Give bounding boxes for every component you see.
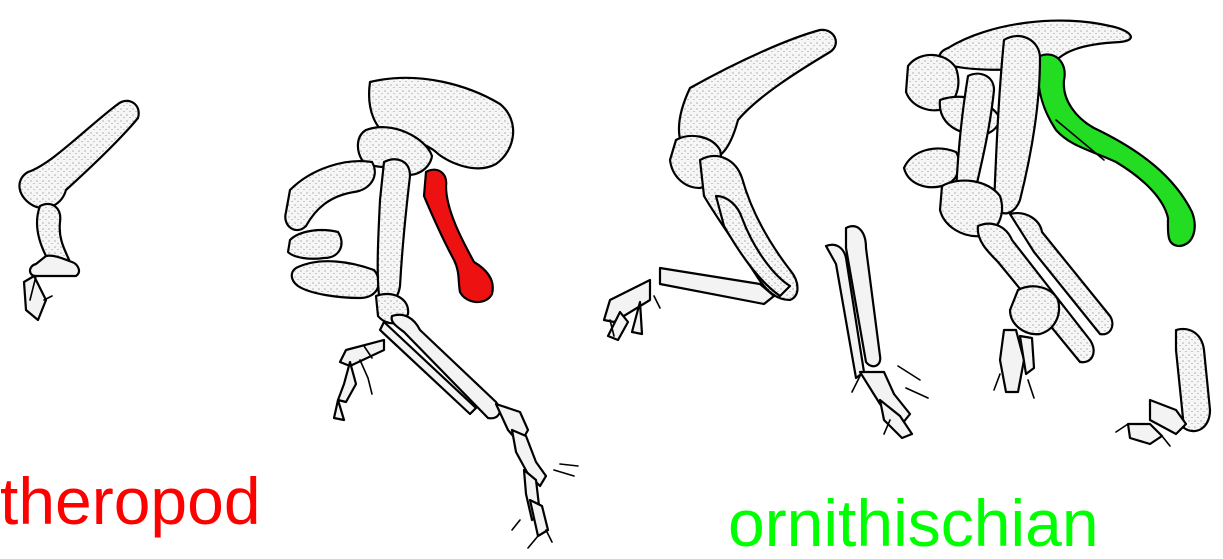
ornithischian-leg-figure [604,30,928,438]
ornithischian-pelvis-figure [904,21,1210,446]
partial-leg-figure [19,101,138,320]
theropod-pelvis-figure [285,78,578,548]
ornithischian-pubis [1038,54,1194,246]
theropod-pubis [424,170,493,302]
ornithischian-label: ornithischian [728,490,1099,556]
theropod-label: theropod [0,468,261,534]
